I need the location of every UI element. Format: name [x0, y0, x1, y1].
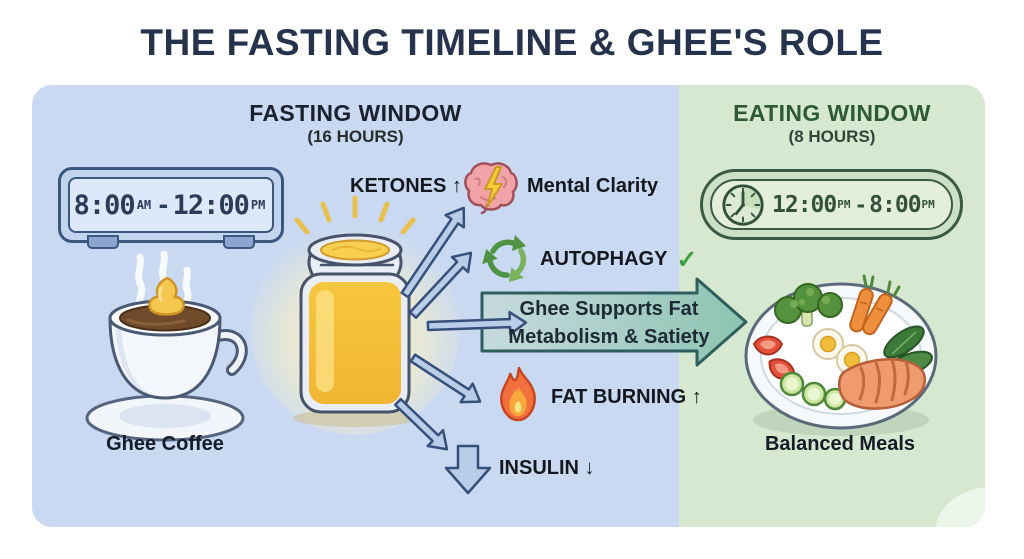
clock-foot: [223, 235, 255, 249]
ghee-coffee-label: Ghee Coffee: [106, 433, 224, 455]
eating-window-heading: EATING WINDOW: [733, 100, 931, 126]
main-arrow-line2: Metabolism & Satiety: [508, 326, 710, 348]
balanced-meals-illustration: [744, 274, 938, 436]
balanced-meals-label: Balanced Meals: [764, 433, 916, 455]
cucumber-icon: [779, 371, 847, 411]
fasting-end-time: 12:00: [172, 189, 250, 221]
eating-digital-clock: 12:00 PM - 8:00 PM: [700, 169, 963, 240]
fasting-start-time: 8:00: [73, 189, 136, 221]
brain-icon: [464, 162, 518, 215]
eating-clock-separator: -: [854, 192, 868, 217]
jar-ghee-surface: [320, 239, 390, 261]
salmon-icon: [837, 358, 927, 410]
mental-clarity-label: Mental Clarity: [527, 175, 659, 197]
clock-foot: [87, 235, 119, 249]
carrots-icon: [849, 274, 901, 336]
fasting-clock-screen: 8:00 AM - 12:00 PM: [68, 177, 274, 233]
fasting-digital-clock: 8:00 AM - 12:00 PM: [58, 167, 284, 249]
main-arrow-text: Ghee Supports Fat Metabolism & Satiety: [500, 295, 718, 351]
autophagy-label: AUTOPHAGY: [540, 248, 668, 270]
check-icon: ✓: [676, 245, 698, 274]
eating-start-time: 12:00: [772, 191, 837, 218]
flame-icon: [500, 366, 536, 422]
ghee-jar-illustration: [250, 195, 460, 435]
saucer-well: [119, 404, 211, 428]
ketones-label: KETONES ↑: [350, 175, 462, 197]
fasting-end-period: PM: [250, 198, 266, 212]
ghee-dollop-icon: [148, 276, 185, 316]
fat-burning-label: FAT BURNING ↑: [551, 386, 702, 408]
eating-end-period: PM: [921, 198, 935, 211]
main-arrow-line1: Ghee Supports Fat: [519, 298, 699, 320]
page-curl-decoration: [935, 487, 985, 527]
page-title: THE FASTING TIMELINE & GHEE'S ROLE: [140, 22, 884, 63]
ghee-coffee-illustration: [85, 250, 248, 442]
fasting-clock-separator: -: [156, 191, 171, 219]
insulin-label: INSULIN ↓: [499, 457, 595, 479]
analog-clock-icon: [722, 183, 764, 226]
fasting-start-period: AM: [136, 198, 152, 212]
lightning-icon: [484, 166, 503, 208]
autophagy-row: AUTOPHAGY ✓: [540, 245, 698, 274]
eating-end-time: 8:00: [869, 191, 921, 218]
recycle-icon: [482, 235, 527, 282]
eating-clock-screen: 12:00 PM - 8:00 PM: [710, 179, 953, 230]
eating-start-period: PM: [837, 198, 851, 211]
fasting-window-heading: FASTING WINDOW: [249, 100, 462, 126]
cup-body: [108, 316, 222, 400]
broccoli-icon: [774, 283, 843, 327]
fasting-window-subheading: (16 HOURS): [307, 127, 404, 146]
eating-window-subheading: (8 HOURS): [788, 127, 876, 146]
